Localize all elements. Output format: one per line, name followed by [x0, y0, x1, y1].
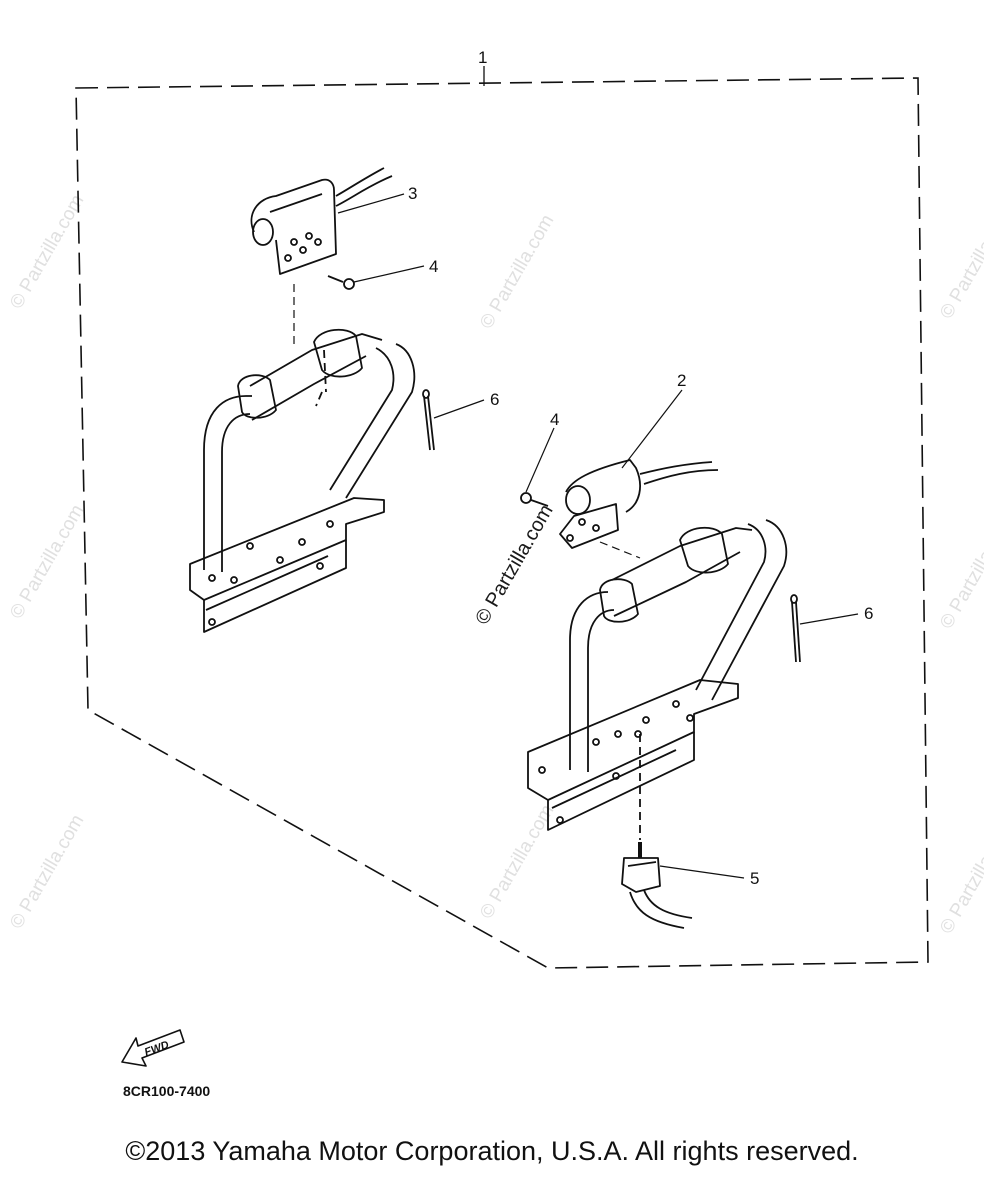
callout-6-left: 6 [490, 390, 499, 409]
part-5-switch [621, 842, 693, 929]
callout-1: 1 [478, 48, 487, 67]
watermark-6: © Partzilla.com [6, 811, 88, 932]
callout-2: 2 [677, 371, 686, 390]
part-3-clamp [250, 167, 393, 275]
right-tow-frame [527, 519, 788, 840]
background-watermarks: © Partzilla.com © Partzilla.com © Partzi… [6, 191, 984, 937]
leader-line-3 [337, 193, 405, 214]
copyright-notice: ©2013 Yamaha Motor Corporation, U.S.A. A… [125, 1136, 859, 1166]
leader-line-4a [353, 265, 425, 283]
right-assembly [520, 389, 859, 929]
callout-4-right: 4 [550, 410, 559, 429]
assembly-line-right [599, 541, 641, 559]
left-tow-frame [189, 328, 416, 633]
watermark-2: © Partzilla.com [476, 211, 558, 332]
part-4-screw-left [327, 275, 355, 290]
callout-4-left: 4 [429, 257, 438, 276]
fwd-arrow-icon: FWD [121, 1029, 185, 1067]
figure-code: 8CR100-7400 [123, 1083, 211, 1099]
watermark-3: © Partzilla.com [936, 201, 984, 322]
leader-line-6b [799, 613, 859, 625]
callout-3: 3 [408, 184, 417, 203]
kit-boundary [75, 77, 929, 969]
watermark-4: © Partzilla.com [6, 501, 88, 622]
leader-line-5 [659, 865, 745, 879]
leader-line-6a [433, 399, 485, 419]
watermark-5: © Partzilla.com [936, 511, 984, 632]
part-6-pin-left [422, 389, 435, 451]
callout-6-right: 6 [864, 604, 873, 623]
central-watermark: © Partzilla.com [471, 501, 557, 629]
part-2-clamp [559, 459, 719, 549]
part-6-pin-right [790, 594, 801, 663]
leader-line-4b [525, 427, 555, 493]
left-assembly [189, 167, 485, 633]
watermark-8: © Partzilla.com [936, 816, 984, 937]
watermark-7: © Partzilla.com [476, 801, 558, 922]
leader-line-2 [621, 389, 683, 469]
part-4-screw-right [520, 492, 549, 507]
callout-5: 5 [750, 869, 759, 888]
watermark-1: © Partzilla.com [6, 191, 88, 312]
